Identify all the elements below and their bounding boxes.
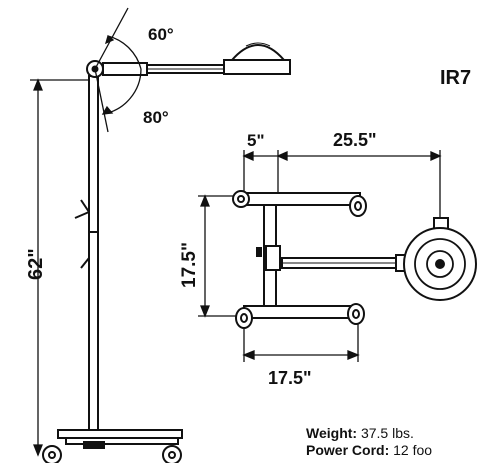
upper-angle-label: 60° bbox=[148, 25, 174, 44]
power-cord-label: Power Cord: bbox=[306, 442, 390, 458]
side-view bbox=[30, 7, 291, 463]
upper-arm bbox=[243, 192, 361, 206]
angle-arcs bbox=[94, 7, 142, 133]
lower-arm bbox=[243, 305, 361, 319]
pole bbox=[88, 75, 99, 431]
power-cord-spec: Power Cord: 12 foo bbox=[306, 442, 432, 458]
depth-label: 17.5" bbox=[179, 242, 200, 288]
base-width-label: 17.5" bbox=[268, 368, 312, 388]
top-dimension-lines bbox=[198, 150, 442, 362]
model-title: IR7 bbox=[440, 67, 471, 89]
top-view bbox=[198, 150, 477, 362]
power-cord-value: 12 foo bbox=[393, 442, 433, 458]
height-dimension-line bbox=[30, 78, 88, 457]
lamp-head-top bbox=[403, 217, 477, 301]
weight-spec: Weight: 37.5 lbs. bbox=[306, 425, 414, 441]
cord-hook bbox=[74, 199, 90, 269]
lamp-head-side bbox=[223, 42, 291, 75]
weight-value: 37.5 lbs. bbox=[360, 425, 414, 441]
lower-angle-label: 80° bbox=[143, 108, 169, 127]
height-label: 62" bbox=[25, 248, 47, 280]
offset-label: 5" bbox=[247, 131, 265, 150]
weight-label: Weight: bbox=[306, 425, 358, 441]
base-side bbox=[42, 429, 183, 463]
reach-label: 25.5" bbox=[333, 130, 377, 150]
